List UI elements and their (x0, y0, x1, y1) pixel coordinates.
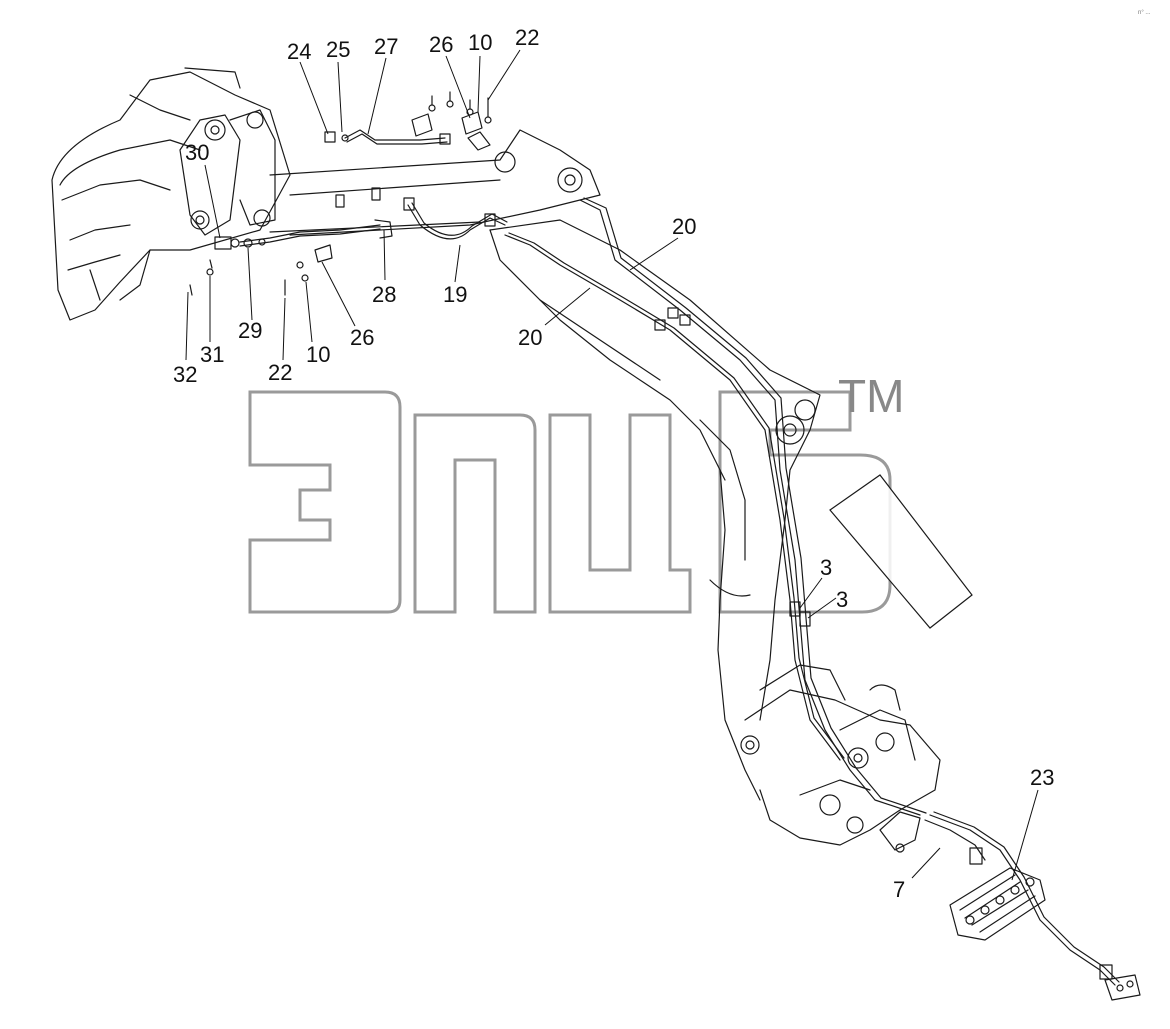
leader-lines (185, 49, 1039, 881)
callout-3-lower: 3 (836, 587, 848, 612)
callout-10-lower: 10 (306, 342, 330, 367)
pipe-27 (324, 129, 491, 151)
callout-7: 7 (893, 877, 905, 902)
callout-24: 24 (287, 39, 311, 64)
pipe-28-29 (189, 187, 393, 296)
callout-19: 19 (443, 282, 467, 307)
callout-30: 30 (185, 140, 209, 165)
bucket-linkage (179, 109, 276, 236)
swing-bracket (740, 664, 941, 846)
callout-20-lower: 20 (518, 325, 542, 350)
bucket (51, 67, 291, 321)
watermark-box (829, 474, 973, 629)
boom-hoses (504, 197, 927, 816)
hose-19 (403, 197, 508, 240)
callout-labels: 24 25 27 26 10 22 30 20 28 19 29 26 20 3… (173, 25, 1054, 902)
callout-22-lower: 22 (268, 360, 292, 385)
machine-line-art (51, 67, 1141, 1001)
callout-29: 29 (238, 318, 262, 343)
callout-22-top: 22 (515, 25, 539, 50)
control-valve-block (949, 867, 1046, 941)
callout-27: 27 (374, 34, 398, 59)
callout-10-top: 10 (468, 30, 492, 55)
callout-32: 32 (173, 362, 197, 387)
dipper-arm (269, 129, 601, 236)
watermark-logo (248, 390, 892, 614)
callout-3-upper: 3 (820, 555, 832, 580)
callout-31: 31 (200, 342, 224, 367)
valve-hoses (924, 811, 1141, 1001)
callout-23: 23 (1030, 765, 1054, 790)
top-clamps (411, 91, 492, 137)
callout-26-lower: 26 (350, 325, 374, 350)
corner-mark: n° ... (1138, 10, 1151, 16)
mounting-bracket (879, 811, 921, 853)
callout-25: 25 (326, 37, 350, 62)
callout-20-upper: 20 (672, 214, 696, 239)
callout-28: 28 (372, 282, 396, 307)
trademark-text: TM (838, 370, 904, 422)
main-boom (489, 219, 821, 801)
callout-26-top: 26 (429, 32, 453, 57)
